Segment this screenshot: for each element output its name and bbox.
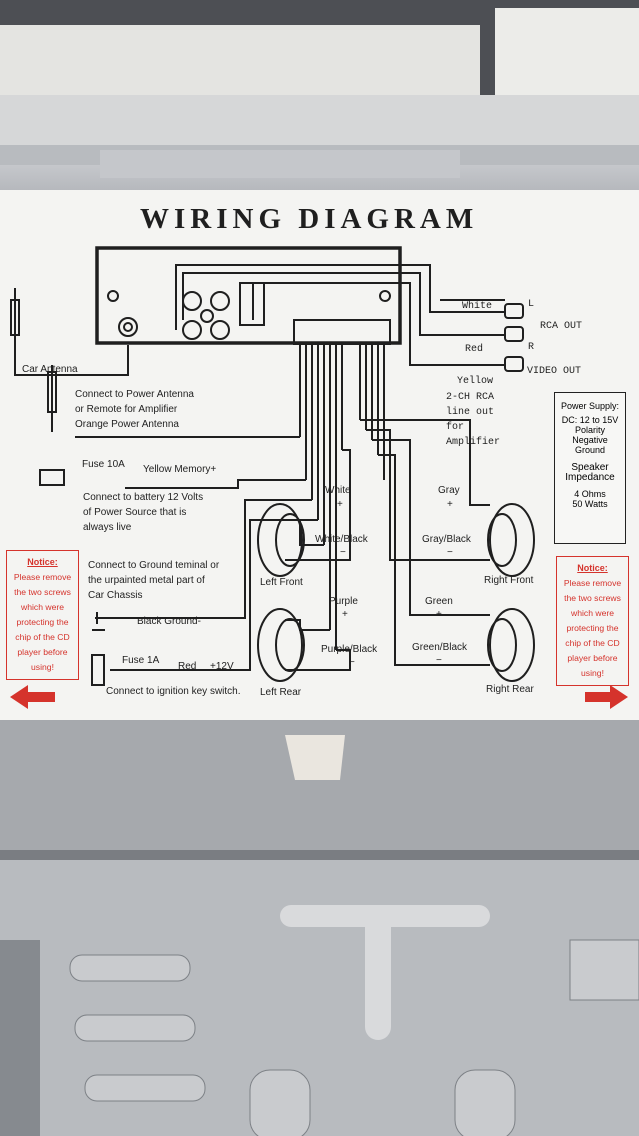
label-purple-speaker: Purple [329, 596, 358, 607]
label-purple-minus: − [349, 657, 355, 668]
label-antenna-line2: or Remote for Amplifier [75, 404, 178, 415]
label-video-out: VIDEO OUT [527, 366, 582, 377]
label-red-rca: Red [465, 344, 484, 355]
label-yellow: Yellow [457, 376, 494, 387]
label-battery-line2: of Power Source that is [83, 507, 187, 518]
label-green-speaker: Green [425, 596, 453, 607]
label-white-rca: White [462, 301, 493, 312]
label-purple-black: Purple/Black [321, 644, 378, 655]
label-gray-speaker: Gray [438, 485, 460, 496]
label-12v: +12V [210, 661, 234, 672]
power-polarity: Polarity [574, 425, 605, 435]
label-battery-line3: always live [83, 522, 132, 533]
label-antenna-line1: Connect to Power Antenna [75, 389, 194, 400]
notice-left-body: Please remove the two screws which were … [13, 572, 72, 672]
label-left-front: Left Front [260, 577, 303, 588]
label-ignition: Connect to ignition key switch. [106, 686, 241, 697]
power-dc: DC: 12 to 15V [561, 415, 619, 425]
impedance-ohms: 4 Ohms [574, 489, 606, 499]
impedance-label: Impedance [565, 472, 615, 483]
notice-right-title: Notice: [577, 563, 608, 573]
label-white-black: White/Black [315, 534, 368, 545]
notice-left-title: Notice: [27, 557, 58, 567]
diagram-title: WIRING DIAGRAM [140, 203, 479, 235]
label-antenna-line3: Orange Power Antenna [75, 419, 179, 430]
power-ground: Ground [574, 445, 606, 455]
power-title: Power Supply: [560, 401, 620, 411]
label-l: L [528, 299, 535, 310]
label-right-front: Right Front [484, 575, 534, 586]
label-right-rear: Right Rear [486, 684, 534, 695]
label-2ch-line3: for [446, 422, 465, 433]
label-rca-out: RCA OUT [540, 321, 583, 332]
label-2ch-line4: Amplifier [446, 437, 501, 448]
label-r: R [528, 342, 535, 353]
label-gray-plus: + [447, 499, 453, 510]
right-arrow-icon [585, 685, 630, 709]
left-arrow-icon [10, 685, 55, 709]
label-green-minus: − [436, 655, 442, 666]
label-battery-line1: Connect to battery 12 Volts [83, 492, 204, 503]
label-white-plus: + [337, 499, 343, 510]
label-red-wire: Red [178, 661, 197, 672]
label-gray-minus: − [447, 547, 453, 558]
impedance-watts: 50 Watts [572, 499, 608, 509]
notice-right-body: Please remove the two screws which were … [563, 578, 622, 678]
power-supply-box: Power Supply: DC: 12 to 15V Polarity Neg… [554, 392, 626, 544]
speaker-label: Speaker [571, 462, 609, 473]
label-fuse-10a: Fuse 10A [82, 459, 125, 470]
notice-right: Notice: Please remove the two screws whi… [556, 556, 629, 686]
label-ground-line3: Car Chassis [88, 590, 143, 601]
label-car-antenna: Car Antenna [22, 364, 78, 375]
label-white-minus: − [340, 547, 346, 558]
notice-left: Notice: Please remove the two screws whi… [6, 550, 79, 680]
label-green-black: Green/Black [412, 642, 468, 653]
power-negative: Negative [572, 435, 608, 445]
label-gray-black: Gray/Black [422, 534, 471, 545]
label-2ch-line1: 2-CH RCA [446, 392, 495, 403]
label-yellow-memory: Yellow Memory+ [143, 464, 217, 475]
label-black-ground: Black Ground- [137, 616, 201, 627]
label-ground-line2: the urpainted metal part of [88, 575, 205, 586]
label-white-speaker: White [325, 485, 351, 496]
label-ground-line1: Connect to Ground teminal or [88, 560, 220, 571]
label-green-plus: + [436, 609, 442, 620]
label-2ch-line2: line out [446, 407, 495, 418]
label-purple-plus: + [342, 609, 348, 620]
label-left-rear: Left Rear [260, 687, 302, 698]
label-fuse-1a: Fuse 1A [122, 655, 160, 666]
